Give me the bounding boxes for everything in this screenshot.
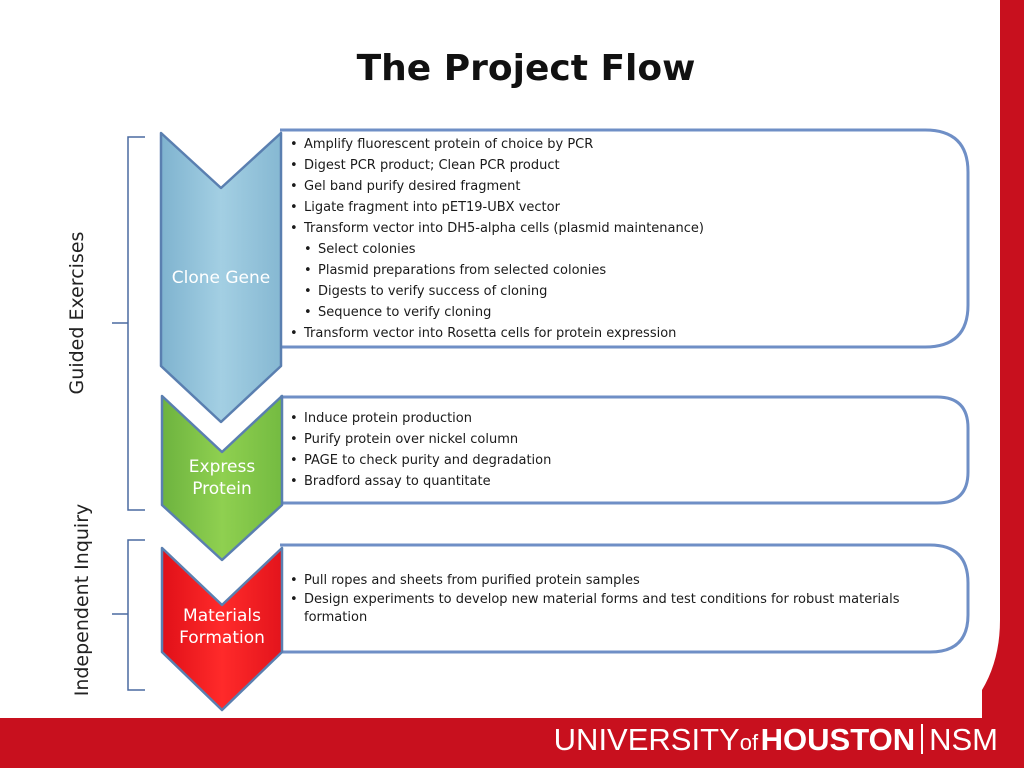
step-label-line: Materials — [183, 606, 261, 626]
step-label-line: Formation — [179, 628, 265, 648]
bullet-item: Pull ropes and sheets from purified prot… — [290, 570, 955, 591]
logo-university: UNIVERSITY — [553, 722, 740, 757]
guided-bracket — [112, 136, 145, 511]
bullet-item: Induce protein production — [290, 408, 950, 429]
logo-of: of — [739, 730, 759, 755]
step-label-express-protein: Express Protein — [161, 456, 283, 500]
chevron-materials-formation — [160, 546, 284, 712]
footer-band — [0, 718, 1024, 768]
step-label-materials-formation: Materials Formation — [161, 605, 283, 649]
logo-college: NSM — [929, 722, 998, 757]
university-logo: UNIVERSITYof HOUSTON NSM — [554, 722, 998, 758]
sub-bullet-item: Plasmid preparations from selected colon… — [290, 260, 950, 281]
sub-bullet-item: Select colonies — [290, 239, 950, 260]
clone-gene-bullets: Amplify fluorescent protein of choice by… — [290, 134, 950, 344]
bullet-item: Transform vector into DH5-alpha cells (p… — [290, 218, 950, 239]
chevron-express-protein — [160, 394, 284, 562]
step-label-line: Clone Gene — [171, 268, 271, 288]
bullet-item: Gel band purify desired fragment — [290, 176, 950, 197]
step-label-line: Express — [188, 457, 256, 477]
bullet-item: Purify protein over nickel column — [290, 429, 950, 450]
sub-bullet-item: Digests to verify success of cloning — [290, 281, 950, 302]
bullet-item: Transform vector into Rosetta cells for … — [290, 323, 950, 344]
chevron-clone-gene — [159, 131, 283, 424]
red-edge-shape — [982, 0, 1024, 768]
bullet-item: Bradford assay to quantitate — [290, 471, 950, 492]
bullet-item: Amplify fluorescent protein of choice by… — [290, 134, 950, 155]
sub-bullet-item: Sequence to verify cloning — [290, 302, 950, 323]
bullet-item: Design experiments to develop new materi… — [290, 591, 955, 627]
bullet-item: PAGE to check purity and degradation — [290, 450, 950, 471]
express-protein-bullets: Induce protein production Purify protein… — [290, 408, 950, 492]
bullet-item: Digest PCR product; Clean PCR product — [290, 155, 950, 176]
logo-houston: HOUSTON — [760, 722, 916, 757]
independent-bracket — [112, 539, 145, 691]
step-label-line: Protein — [192, 479, 252, 499]
materials-formation-bullets: Pull ropes and sheets from purified prot… — [290, 570, 955, 627]
logo-divider — [921, 724, 924, 754]
slide-title: The Project Flow — [356, 48, 696, 89]
step-label-clone-gene: Clone Gene — [160, 267, 282, 289]
bullet-item: Ligate fragment into pET19-UBX vector — [290, 197, 950, 218]
